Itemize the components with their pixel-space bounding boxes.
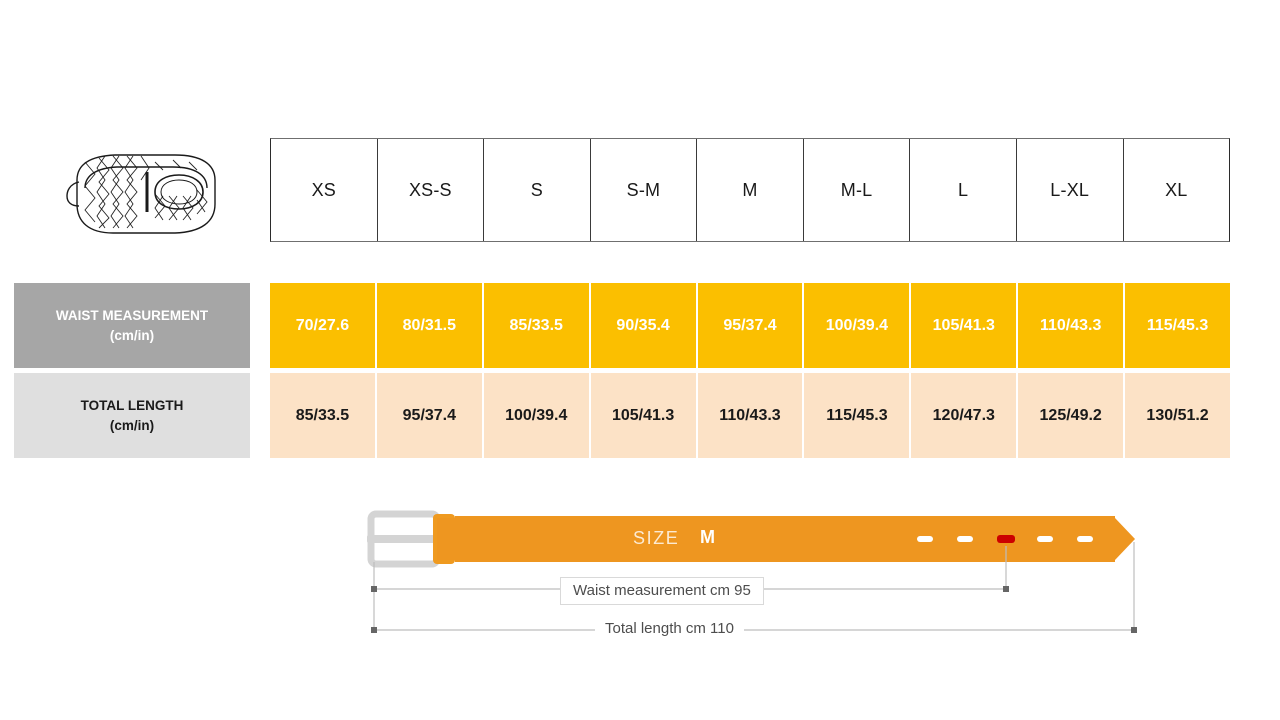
waist-value-cell: 70/27.6: [270, 283, 377, 368]
waist-value-cell: 105/41.3: [911, 283, 1019, 368]
size-header-cell: M: [697, 139, 804, 241]
waist-row-label-unit: (cm/in): [109, 327, 155, 343]
waist-dimension-line: [371, 586, 1009, 592]
length-value-cell: 115/45.3: [804, 373, 912, 458]
waist-value-cell: 95/37.4: [697, 283, 805, 368]
length-value-cell: 105/41.3: [590, 373, 698, 458]
belt-product-illustration: [66, 154, 216, 234]
length-value-cell: 85/33.5: [270, 373, 377, 458]
waist-value-cell: 110/43.3: [1018, 283, 1126, 368]
total-length-dimension-line: [371, 627, 1137, 633]
size-header-cell: L-XL: [1017, 139, 1124, 241]
waist-value-cell: 90/35.4: [590, 283, 698, 368]
length-value-cell: 130/51.2: [1125, 373, 1231, 458]
waist-measurement-values: 70/27.6 80/31.5 85/33.5 90/35.4 95/37.4 …: [270, 283, 1231, 368]
size-header-cell: S-M: [591, 139, 698, 241]
size-header-cell: M-L: [804, 139, 911, 241]
waist-value-cell: 85/33.5: [483, 283, 591, 368]
size-header-cell: S: [484, 139, 591, 241]
length-value-cell: 100/39.4: [483, 373, 591, 458]
belt-measurement-diagram: [367, 510, 1137, 633]
size-header-cell: XS: [271, 139, 378, 241]
belt-holes: [917, 535, 1093, 543]
length-value-cell: 125/49.2: [1018, 373, 1126, 458]
length-row-label-unit: (cm/in): [109, 417, 155, 433]
length-row-label-title: TOTAL LENGTH: [80, 397, 184, 413]
size-header-cell: XS-S: [378, 139, 485, 241]
waist-value-cell: 115/45.3: [1125, 283, 1231, 368]
waist-value-cell: 80/31.5: [376, 283, 484, 368]
waist-measurement-row-label: WAIST MEASUREMENT (cm/in): [14, 283, 250, 368]
length-value-cell: 110/43.3: [697, 373, 805, 458]
size-header-cell: XL: [1165, 179, 1188, 200]
waist-value-cell: 100/39.4: [804, 283, 912, 368]
total-length-row-label: TOTAL LENGTH (cm/in): [14, 373, 250, 458]
length-value-cell: 95/37.4: [376, 373, 484, 458]
total-length-values: 85/33.5 95/37.4 100/39.4 105/41.3 110/43…: [270, 373, 1231, 458]
size-header-table: XS XS-S S S-M M M-L L L-XL XL: [270, 138, 1230, 242]
length-value-cell: 120/47.3: [911, 373, 1019, 458]
waist-row-label-title: WAIST MEASUREMENT: [55, 307, 209, 323]
belt-hole-active: [997, 535, 1015, 543]
size-header-cell: L: [910, 139, 1017, 241]
